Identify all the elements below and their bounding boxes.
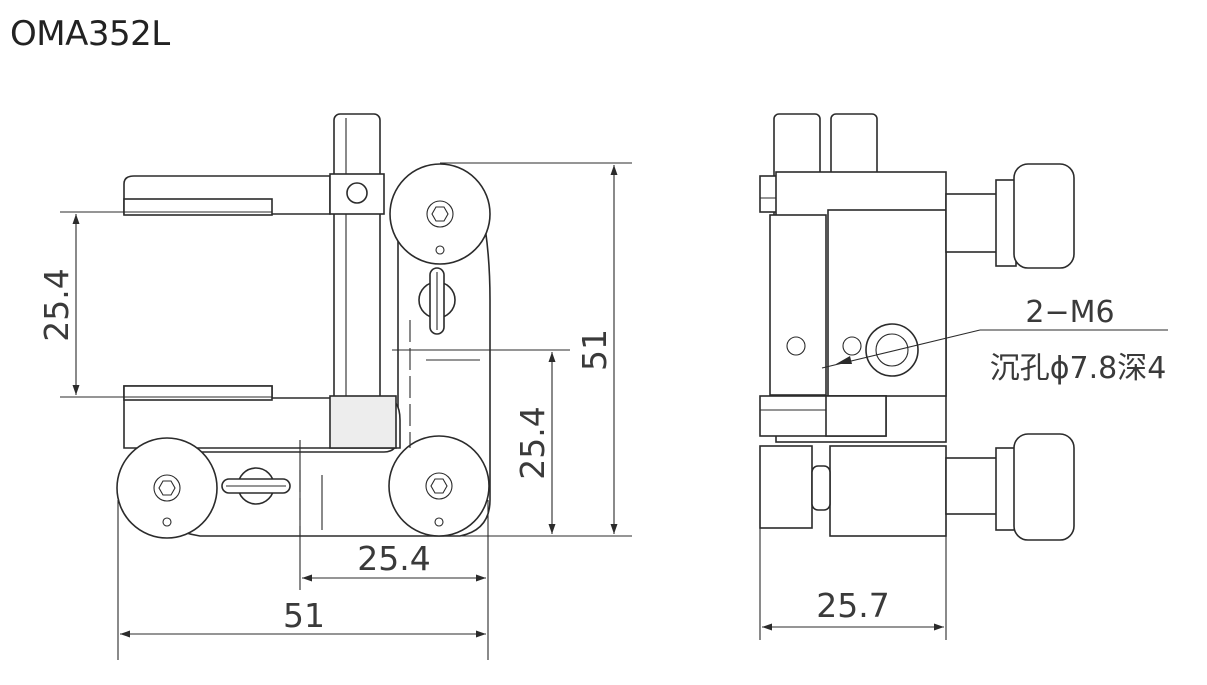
dim-bottom-inner: 25.4 bbox=[357, 539, 430, 578]
dim-right-height: 51 bbox=[575, 329, 614, 371]
dim-center-vertical: 25.4 bbox=[513, 406, 552, 479]
side-lower-knob bbox=[995, 447, 1017, 531]
side-upper-knob bbox=[995, 179, 1017, 267]
page-title: OMA352L bbox=[10, 14, 170, 54]
front-view bbox=[116, 113, 491, 539]
counterbore-hole bbox=[865, 323, 919, 377]
dim-left-vertical: 25.4 bbox=[37, 268, 76, 341]
lower-adjuster-screw bbox=[221, 467, 291, 505]
side-view-dimensions: 25.7 2−M6 沉孔ϕ7.8深4 bbox=[759, 295, 1168, 640]
bottom-right-knob bbox=[388, 435, 490, 537]
callout-thread: 2−M6 bbox=[1025, 295, 1114, 330]
bottom-left-knob bbox=[116, 437, 218, 539]
upper-adjuster-screw bbox=[418, 267, 456, 335]
top-right-knob bbox=[389, 163, 491, 265]
dim-side-width: 25.7 bbox=[816, 586, 889, 625]
side-hole-center bbox=[842, 336, 862, 356]
side-view bbox=[759, 113, 1075, 541]
dim-bottom-overall: 51 bbox=[283, 596, 325, 635]
side-hole-left bbox=[786, 336, 806, 356]
vertical-post bbox=[333, 113, 381, 415]
callout-counterbore: 沉孔ϕ7.8深4 bbox=[990, 351, 1167, 386]
front-view-dimensions: 25.4 51 25.4 25.4 51 bbox=[37, 162, 632, 660]
